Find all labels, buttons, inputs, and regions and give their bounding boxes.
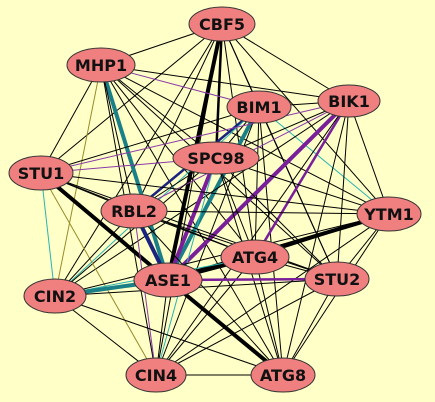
edge-ase1-atg8: [166, 278, 285, 377]
edge-stu1-cin2: [40, 172, 56, 297]
node-shape: [304, 261, 370, 297]
edge-bim1-atg8: [258, 106, 284, 376]
edge-stu2-cin4: [155, 278, 338, 376]
node-ytm1[interactable]: YTM1: [356, 196, 422, 232]
edge-cbf5-cin2: [54, 23, 223, 297]
node-shape: [125, 357, 187, 393]
node-cbf5[interactable]: CBF5: [188, 6, 256, 42]
node-ase1[interactable]: ASE1: [133, 262, 203, 298]
edge-mhp1-rbl2: [100, 64, 135, 212]
edge-mhp1-stu1: [40, 64, 102, 174]
node-label: MHP1: [75, 56, 127, 75]
node-label: ATG4: [232, 248, 278, 267]
edge-bim1-ytm1: [258, 106, 390, 215]
node-label: ASE1: [145, 271, 191, 290]
edge-cbf5-atg4: [221, 23, 256, 258]
node-shape: [66, 47, 136, 83]
node-cin4[interactable]: CIN4: [125, 357, 187, 393]
node-bik1[interactable]: BIK1: [317, 84, 381, 118]
edge-cbf5-ytm1: [221, 23, 390, 215]
edge-cbf5-rbl2: [133, 23, 223, 212]
node-shape: [172, 141, 260, 175]
edge-mhp1-cin2: [54, 64, 102, 297]
edge-spc98-stu2: [215, 157, 338, 280]
node-label: ATG8: [260, 366, 306, 385]
node-label: BIM1: [236, 98, 281, 117]
node-label: YTM1: [363, 205, 414, 224]
node-shape: [356, 196, 422, 232]
edge-stu1-ytm1: [40, 172, 390, 215]
node-stu2[interactable]: STU2: [304, 261, 370, 297]
edge-mhp1-ytm1: [100, 64, 390, 215]
node-shape: [226, 90, 292, 124]
edge-bik1-atg8: [282, 100, 350, 376]
edge-stu1-cin4: [40, 172, 157, 376]
edge-spc98-ase1: [166, 157, 218, 281]
edge-bik1-ytm1: [348, 100, 390, 215]
edge-bik1-stu1: [40, 100, 350, 174]
node-label: STU1: [18, 164, 65, 183]
node-label: CBF5: [199, 15, 245, 34]
node-cin2[interactable]: CIN2: [23, 278, 87, 314]
node-shape: [317, 84, 381, 118]
node-label: CIN2: [34, 287, 76, 306]
node-label: SPC98: [187, 149, 244, 168]
edge-rbl2-atg8: [133, 210, 284, 376]
edge-bik1-ase1: [166, 99, 351, 282]
edge-cbf5-cin4: [155, 23, 223, 376]
edge-bim1-stu2: [258, 106, 338, 280]
node-label: STU2: [314, 270, 361, 289]
edge-cbf5-spc98: [214, 23, 224, 159]
edge-ytm1-cin4: [155, 213, 390, 376]
node-stu1[interactable]: STU1: [8, 155, 74, 191]
node-shape: [8, 155, 74, 191]
edges-layer: [39, 23, 390, 377]
node-bim1[interactable]: BIM1: [226, 90, 292, 124]
node-label: BIK1: [328, 92, 370, 111]
node-shape: [250, 357, 316, 393]
node-shape: [133, 262, 203, 298]
node-atg4[interactable]: ATG4: [220, 239, 290, 275]
edge-bik1-stu2: [336, 100, 350, 280]
edge-atg4-cin4: [155, 256, 256, 376]
edge-atg4-atg8: [254, 256, 284, 376]
node-shape: [188, 6, 256, 42]
node-mhp1[interactable]: MHP1: [66, 47, 136, 83]
node-shape: [23, 278, 87, 314]
edge-mhp1-bik1: [100, 64, 350, 102]
node-label: RBL2: [111, 202, 157, 221]
edge-bik1-atg4: [253, 100, 351, 258]
node-spc98[interactable]: SPC98: [172, 141, 260, 175]
edge-bim1-atg4: [254, 106, 260, 258]
edge-bim1-stu1: [40, 106, 260, 174]
edge-cbf5-stu1: [40, 23, 223, 174]
edge-mhp1-spc98: [100, 64, 217, 159]
node-atg8[interactable]: ATG8: [250, 357, 316, 393]
node-label: CIN4: [135, 366, 177, 385]
node-shape: [220, 239, 290, 275]
edge-bik1-cin4: [155, 100, 350, 376]
edge-cin2-atg8: [54, 295, 284, 376]
node-rbl2[interactable]: RBL2: [100, 193, 168, 229]
edge-rbl2-ytm1: [133, 210, 390, 215]
node-shape: [100, 193, 168, 229]
edge-mhp1-ase1: [99, 64, 170, 281]
